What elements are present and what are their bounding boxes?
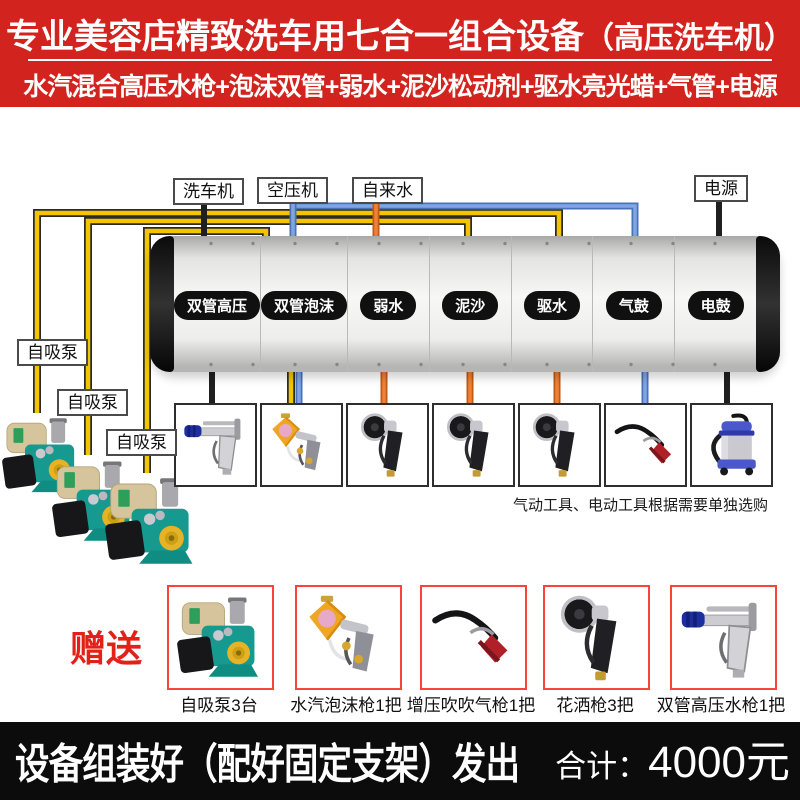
tool-slot: [518, 403, 601, 487]
spray-gun-icon: [441, 412, 507, 478]
machine-screws-bottom: [180, 362, 750, 367]
spray-gun-icon: [355, 412, 421, 478]
tool-slot: [346, 403, 429, 487]
tool-slot: [604, 403, 687, 487]
pump-tag-2: 自吸泵: [57, 389, 128, 416]
gift-item-box: [543, 585, 650, 690]
page-title: 专业美容店精致洗车用七合一组合设备（高压洗车机）: [0, 9, 800, 58]
section-label: 电鼓: [687, 291, 744, 320]
hp-gun-icon: [680, 594, 768, 682]
total-label: 合计：: [555, 749, 649, 784]
shipping-statement: 设备组装好（配好固定支架）发出: [15, 740, 520, 788]
section-label: 气鼓: [605, 291, 662, 320]
machine-section: 驱水: [510, 236, 593, 372]
gift-item-label: 花洒枪3把: [556, 696, 634, 715]
section-label: 泥沙: [442, 291, 499, 320]
section-label: 驱水: [524, 291, 581, 320]
tool-slot: [260, 403, 343, 487]
total-price: 合计： 4000元: [555, 726, 790, 790]
foam-gun-icon: [305, 594, 393, 682]
air-compressor-blue-wires: [289, 202, 639, 236]
pump-tag-3: 自吸泵: [106, 429, 177, 456]
section-label: 双管泡沫: [261, 291, 348, 320]
washer-power-black-wires: [201, 201, 722, 236]
vacuum-icon: [699, 412, 765, 478]
tool-slot: [690, 403, 773, 487]
section-label: 双管高压: [174, 291, 261, 320]
section-label: 弱水: [360, 291, 417, 320]
page-title-main: 专业美容店精致洗车用七合一组合设备: [6, 18, 584, 56]
gift-item-label: 双管高压水枪1把: [656, 696, 786, 715]
machine-screws-top: [180, 241, 750, 246]
pump-tag-1: 自吸泵: [17, 339, 88, 366]
source-tag-washer: 洗车机: [173, 178, 244, 205]
spray-gun-icon: [553, 594, 641, 682]
page-title-suffix: （高压洗车机）: [584, 22, 794, 55]
pump-icon: [177, 594, 265, 682]
footer-banner: 设备组装好（配好固定支架）发出 合计： 4000元: [0, 722, 800, 800]
machine-to-tool-wires: [209, 371, 730, 404]
foam-gun-icon: [269, 412, 335, 478]
tool-slot: [174, 403, 257, 487]
page-subtitle: 水汽混合高压水枪+泡沫双管+弱水+泥沙松动剂+驱水亮光蜡+气管+电源: [23, 73, 778, 101]
air-gun-icon: [430, 594, 518, 682]
gift-item-box: [670, 585, 777, 690]
machine-section: 弱水: [347, 236, 429, 372]
spray-gun-icon: [527, 412, 593, 478]
machine-end-cap-right: [756, 236, 780, 372]
gift-item-box: [295, 585, 402, 690]
machine-section: 电鼓: [674, 236, 756, 372]
total-value: 4000元: [648, 738, 790, 787]
gift-item-box: [167, 585, 274, 690]
pump-yellow-wires: [33, 209, 563, 473]
title-divider: [28, 59, 772, 61]
source-tag-tap-water: 自来水: [352, 177, 423, 204]
machine-section: 气鼓: [592, 236, 674, 372]
machine-section: 泥沙: [428, 236, 511, 372]
gift-item-label: 增压吹吹气枪1把: [406, 696, 536, 715]
tools-purchase-note: 气动工具、电动工具根据需要单独选购: [512, 497, 768, 514]
machine-sections: 双管高压 双管泡沫 弱水 泥沙 驱水 气鼓 电鼓: [174, 236, 756, 372]
source-tag-compressor: 空压机: [257, 177, 328, 204]
machine-end-cap-left: [150, 236, 174, 372]
hp-gun-icon: [183, 412, 249, 478]
machine-section: 双管高压: [174, 236, 261, 372]
gift-item-box: [420, 585, 527, 690]
source-tag-power: 电源: [694, 175, 748, 202]
machine-section: 双管泡沫: [260, 236, 348, 372]
gift-heading: 赠送: [70, 628, 143, 669]
gift-item-label: 自吸泵3台: [180, 696, 258, 715]
air-gun-icon: [613, 412, 679, 478]
gift-item-label: 水汽泡沫枪1把: [290, 696, 402, 715]
combo-machine: 双管高压 双管泡沫 弱水 泥沙 驱水 气鼓 电鼓: [150, 236, 780, 372]
tool-slot: [432, 403, 515, 487]
header-banner: 专业美容店精致洗车用七合一组合设备（高压洗车机） 水汽混合高压水枪+泡沫双管+弱…: [0, 0, 800, 107]
